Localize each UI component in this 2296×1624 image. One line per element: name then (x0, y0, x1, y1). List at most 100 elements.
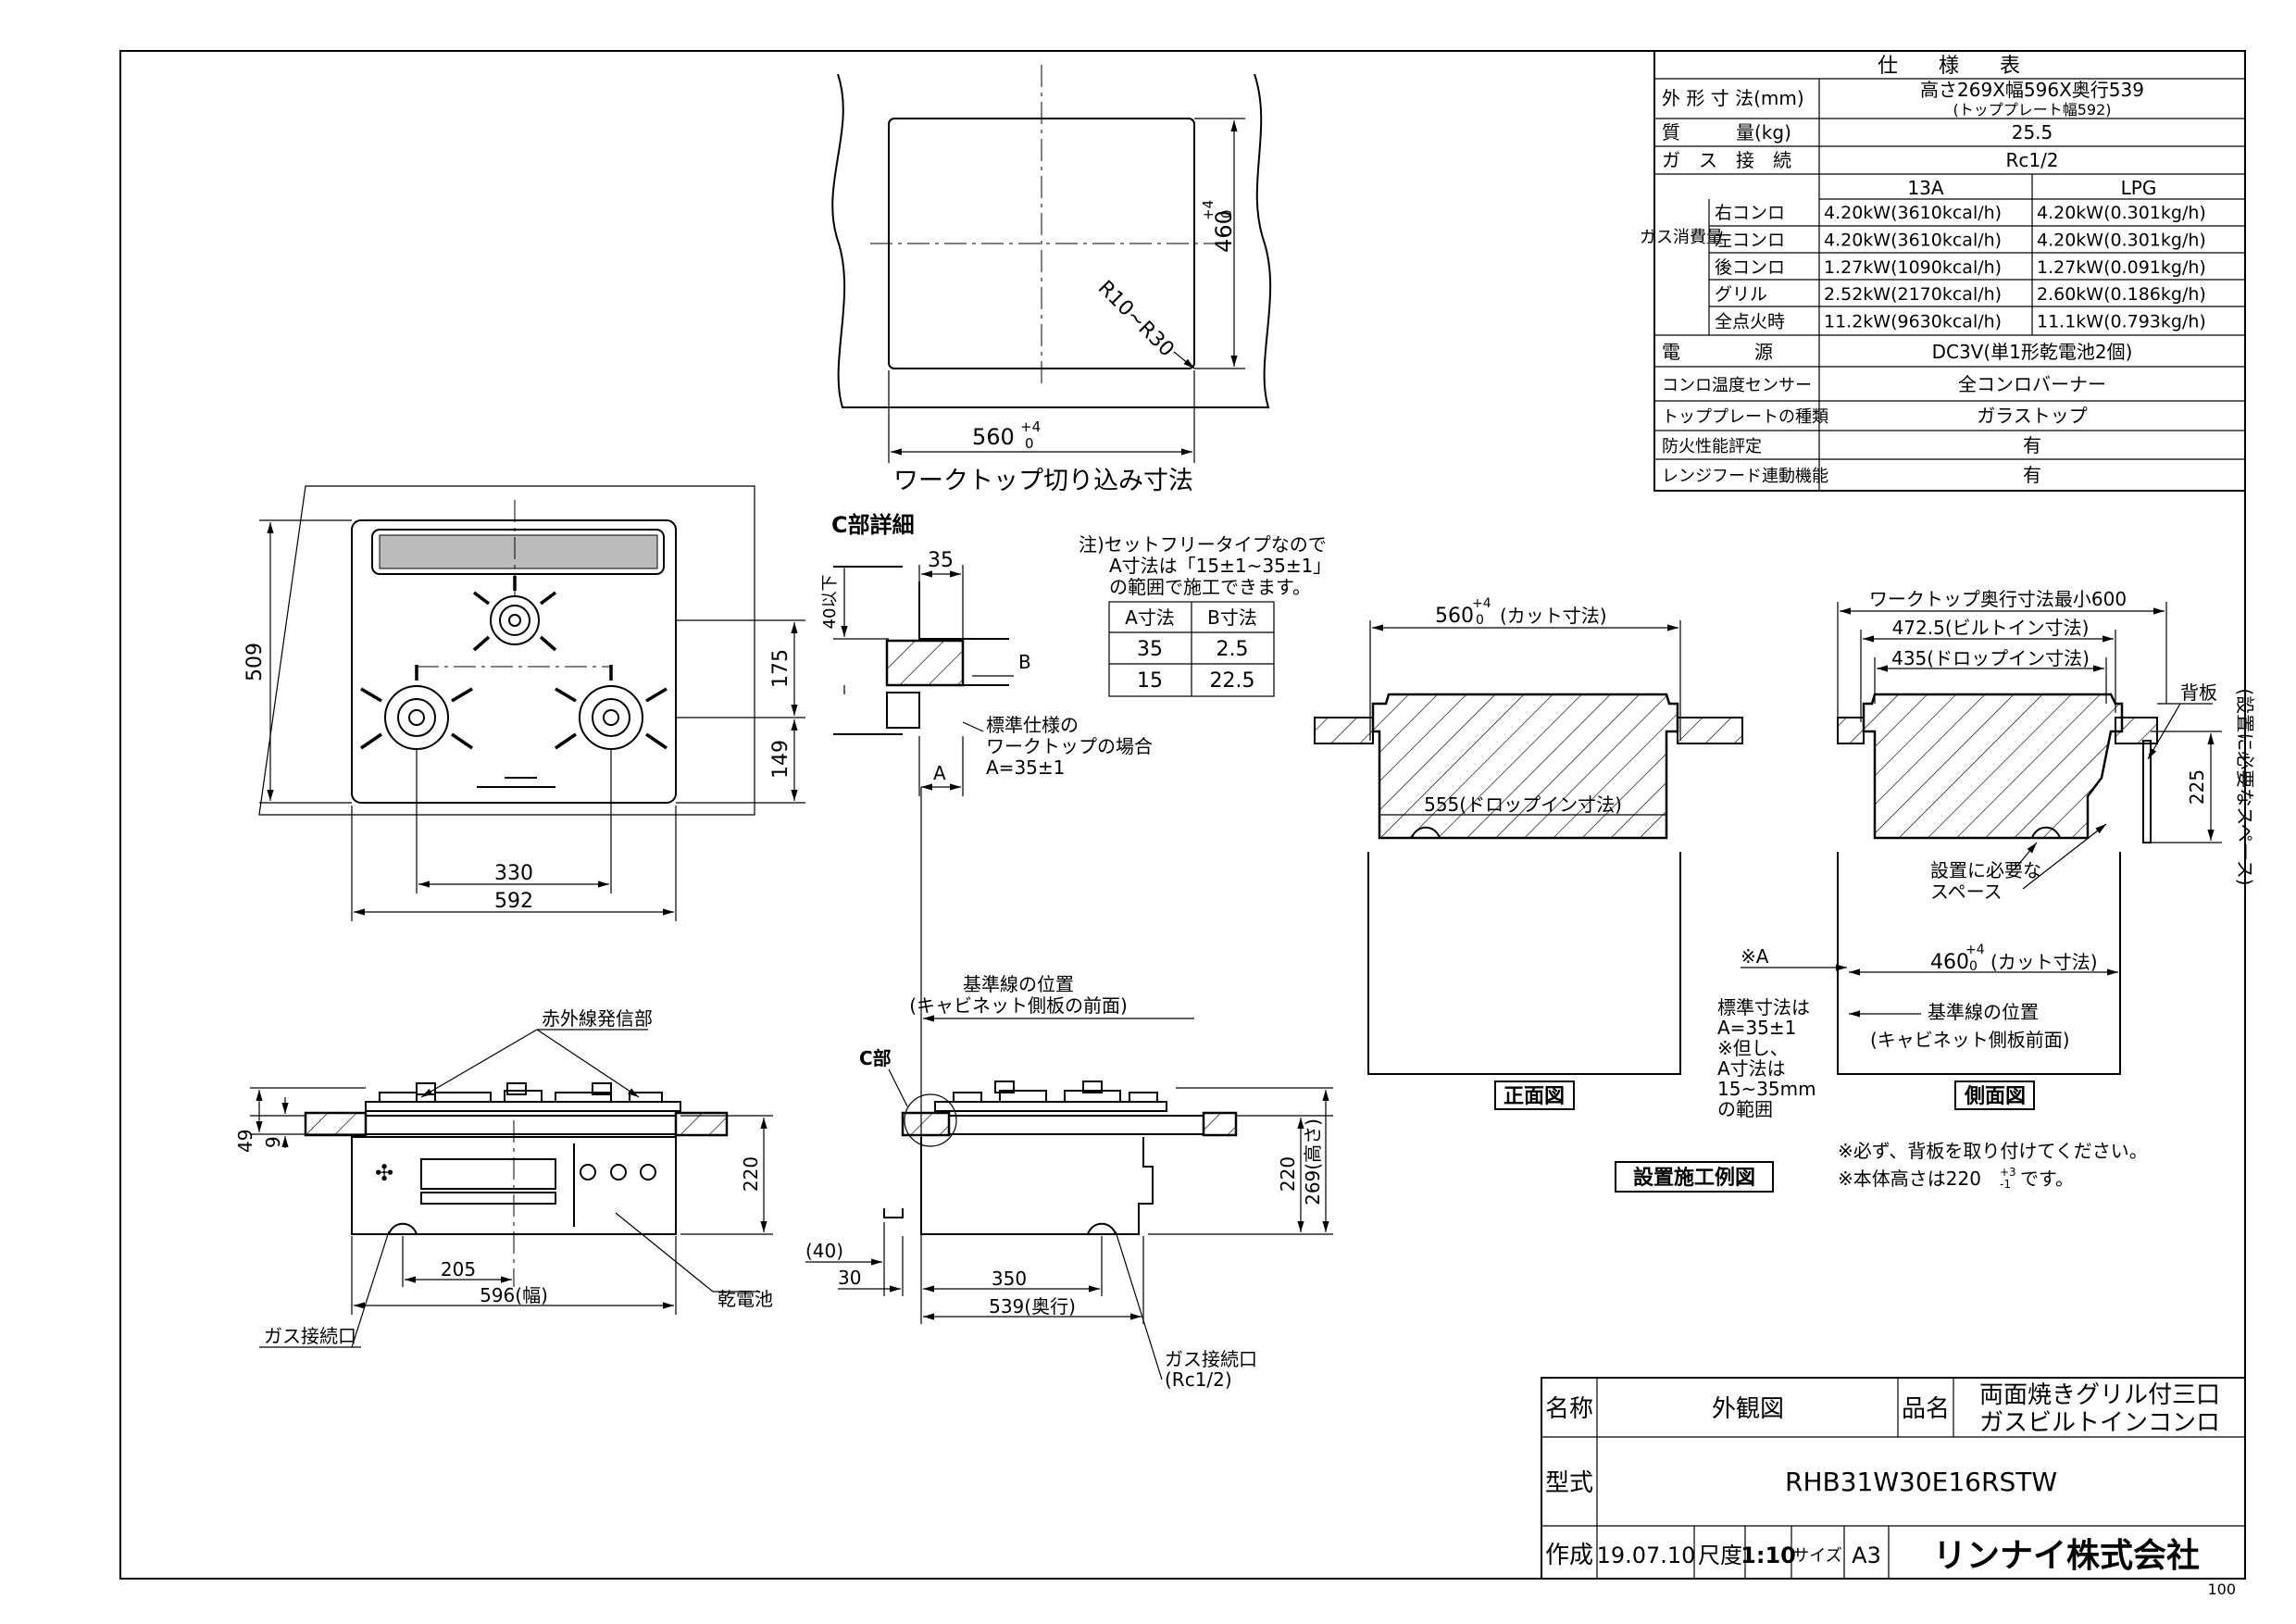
install-side-a-mark: ※A (1741, 945, 1769, 968)
install-side-std-line: A寸法は (1717, 1057, 1786, 1080)
spec-gas-13a: 11.2kW(9630kcal/h) (1824, 312, 2002, 332)
front-view: 赤外線発信部 ✣ 49 9 220 20 (234, 1007, 773, 1348)
install-front-cut-label: (カット寸法) (1500, 605, 1607, 627)
install-side-space-2: スペース (1930, 881, 2003, 903)
side-ref-1: 基準線の位置 (963, 973, 1074, 995)
spec-title: 仕 様 表 (1878, 55, 2020, 78)
spec-col-13a: 13A (1907, 177, 1943, 199)
install-side-std-line: A=35±1 (1717, 1017, 1796, 1039)
tb-product-1: 両面焼きグリル付三口 (1979, 1381, 2220, 1409)
spec-gas-lpg: 1.27kW(0.091kg/h) (2037, 257, 2206, 278)
title-block: 名称 外観図 品名 両面焼きグリル付三口 ガスビルトインコンロ 型式 RHB31… (1541, 1377, 2246, 1580)
install-side-ref-1: 基準線の位置 (1928, 1001, 2039, 1023)
install-title-box (1615, 1161, 1774, 1193)
cutout-drawing: R10~R30 560 +4 0 460 +4 0 ワークトップ切り込み寸法 (831, 65, 1272, 495)
spec-label-gas: ガ ス 接 続 (1662, 149, 1791, 171)
detail-c-note-1: 注)セットフリータイプなので (1079, 533, 1327, 556)
cutout-radius: R10~R30 (1093, 277, 1179, 362)
front-battery-label: 乾電池 (718, 1288, 773, 1310)
tb-name-label: 名称 (1545, 1395, 1593, 1423)
spec-gas-lpg: 4.20kW(0.301kg/h) (2037, 203, 2206, 223)
install-side-builtin: 472.5(ビルトイン寸法) (1892, 617, 2090, 639)
detail-c-35: 35 (928, 549, 954, 572)
side-dim-220: 220 (1277, 1156, 1299, 1192)
spec-value-fire: 有 (2023, 434, 2041, 456)
spec-value-size: 高さ269X幅596X奥行539 (1920, 79, 2144, 101)
front-ir-label: 赤外線発信部 (542, 1007, 653, 1030)
tb-product-2: ガスビルトインコンロ (1979, 1409, 2220, 1437)
spec-label-power: 電 源 (1662, 341, 1773, 363)
tb-size: A3 (1852, 1543, 1881, 1568)
detail-c-th-a: A寸法 (1125, 606, 1175, 629)
front-dim-220: 220 (740, 1156, 762, 1192)
install-side-space-1: 設置に必要な (1930, 859, 2041, 881)
tb-model: RHB31W30E16RSTW (1785, 1467, 2057, 1497)
side-c-label: C部 (859, 1047, 892, 1069)
front-dim-596: 596(幅) (480, 1284, 548, 1306)
install-side-title: 側面図 (1964, 1085, 2026, 1108)
install-side-cut: 460 (1930, 951, 1969, 974)
install-side-back: 背板 (2180, 681, 2217, 704)
detail-c-b: B (1018, 651, 1031, 673)
cutout-depth-tol-lo: 0 (1218, 209, 1235, 219)
top-view: 330 592 509 175 149 (243, 485, 805, 921)
tb-scale-label: 尺度 (1698, 1543, 1742, 1568)
front-dim-205: 205 (441, 1258, 476, 1280)
side-view: 基準線の位置 (キャビネット側板の前面) C部 220 269(高さ) (40)… (805, 787, 1333, 1391)
spec-label-plate: トッププレートの種類 (1662, 407, 1828, 427)
tb-size-label: サイズ (1792, 1546, 1841, 1566)
spec-col-lpg: LPG (2121, 177, 2157, 199)
tb-company: リンナイ株式会社 (1933, 1537, 2200, 1575)
spec-value-sensor: 全コンロバーナー (1958, 373, 2106, 395)
tb-product-label: 品名 (1902, 1395, 1950, 1423)
cutout-depth-tol: +4 (1200, 200, 1217, 220)
install-side: ワークトップ奥行寸法最小600 472.5(ビルトイン寸法) 435(ドロップイ… (1717, 588, 2256, 1120)
cutout-width: 560 (972, 424, 1015, 450)
detail-c-th-b: B寸法 (1207, 606, 1257, 629)
spec-gas-13a: 4.20kW(3610kcal/h) (1824, 203, 2002, 223)
install-side-ref-2: (キャビネット側板前面) (1870, 1029, 2070, 1051)
side-dim-539: 539(奥行) (989, 1295, 1076, 1318)
detail-c-std-1: 標準仕様の (986, 714, 1079, 736)
side-dim-40: (40) (805, 1240, 843, 1262)
dim-592: 592 (494, 890, 533, 913)
spec-value-power: DC3V(単1形乾電池2個) (1932, 341, 2133, 363)
tb-model-label: 型式 (1545, 1469, 1593, 1497)
detail-c-r2-a: 15 (1137, 669, 1163, 693)
cutout-width-tol: +4 (1020, 418, 1041, 435)
install-front-title: 正面図 (1504, 1085, 1565, 1108)
cutout-width-tol-lo: 0 (1025, 435, 1034, 452)
burner-rear (472, 576, 557, 652)
install-side-std-line: 15~35mm (1717, 1078, 1816, 1100)
spec-value-hood: 有 (2023, 464, 2041, 486)
spec-value-size-sub: (トッププレート幅592) (1953, 101, 2111, 119)
dim-149: 149 (769, 740, 792, 779)
detail-c: C部詳細 35 40以下 B A 注)セットフリータイプなので A寸法は「15±… (820, 512, 1331, 796)
spec-gas-13a: 1.27kW(1090kcal/h) (1824, 257, 2002, 278)
install-front-cut: 560 (1435, 605, 1474, 628)
install-side-space-v: (設置に必要なスペース) (2234, 688, 2256, 885)
install-side-225: 225 (2186, 769, 2208, 805)
spec-value-gas: Rc1/2 (2005, 149, 2058, 171)
install-side-std-line: 標準寸法は (1717, 996, 1810, 1018)
sheet-border (119, 50, 2246, 1580)
spec-label-weight: 質 量(kg) (1662, 121, 1791, 144)
front-dim-9: 9 (262, 1136, 284, 1148)
spec-gas-13a: 2.52kW(2170kcal/h) (1824, 284, 2002, 305)
cutout-depth: 460 (1211, 210, 1237, 253)
detail-c-r1-a: 35 (1137, 638, 1163, 661)
detail-c-r1-b: 2.5 (1217, 638, 1249, 661)
spec-value-weight: 25.5 (2012, 121, 2053, 144)
dim-509: 509 (243, 643, 267, 681)
dim-175: 175 (769, 649, 792, 688)
burner-right (555, 665, 668, 750)
page-number: 100 (2207, 1580, 2236, 1598)
detail-c-r2-b: 22.5 (1210, 669, 1255, 693)
note-2: ※本体高さは220 (1838, 1168, 1981, 1190)
tb-made-label: 作成 (1545, 1542, 1593, 1569)
side-gas-1: ガス接続口 (1165, 1348, 1257, 1370)
tb-name: 外観図 (1712, 1395, 1784, 1423)
side-dim-30: 30 (838, 1267, 861, 1289)
side-ref-2: (キャビネット側板の前面) (909, 994, 1128, 1017)
